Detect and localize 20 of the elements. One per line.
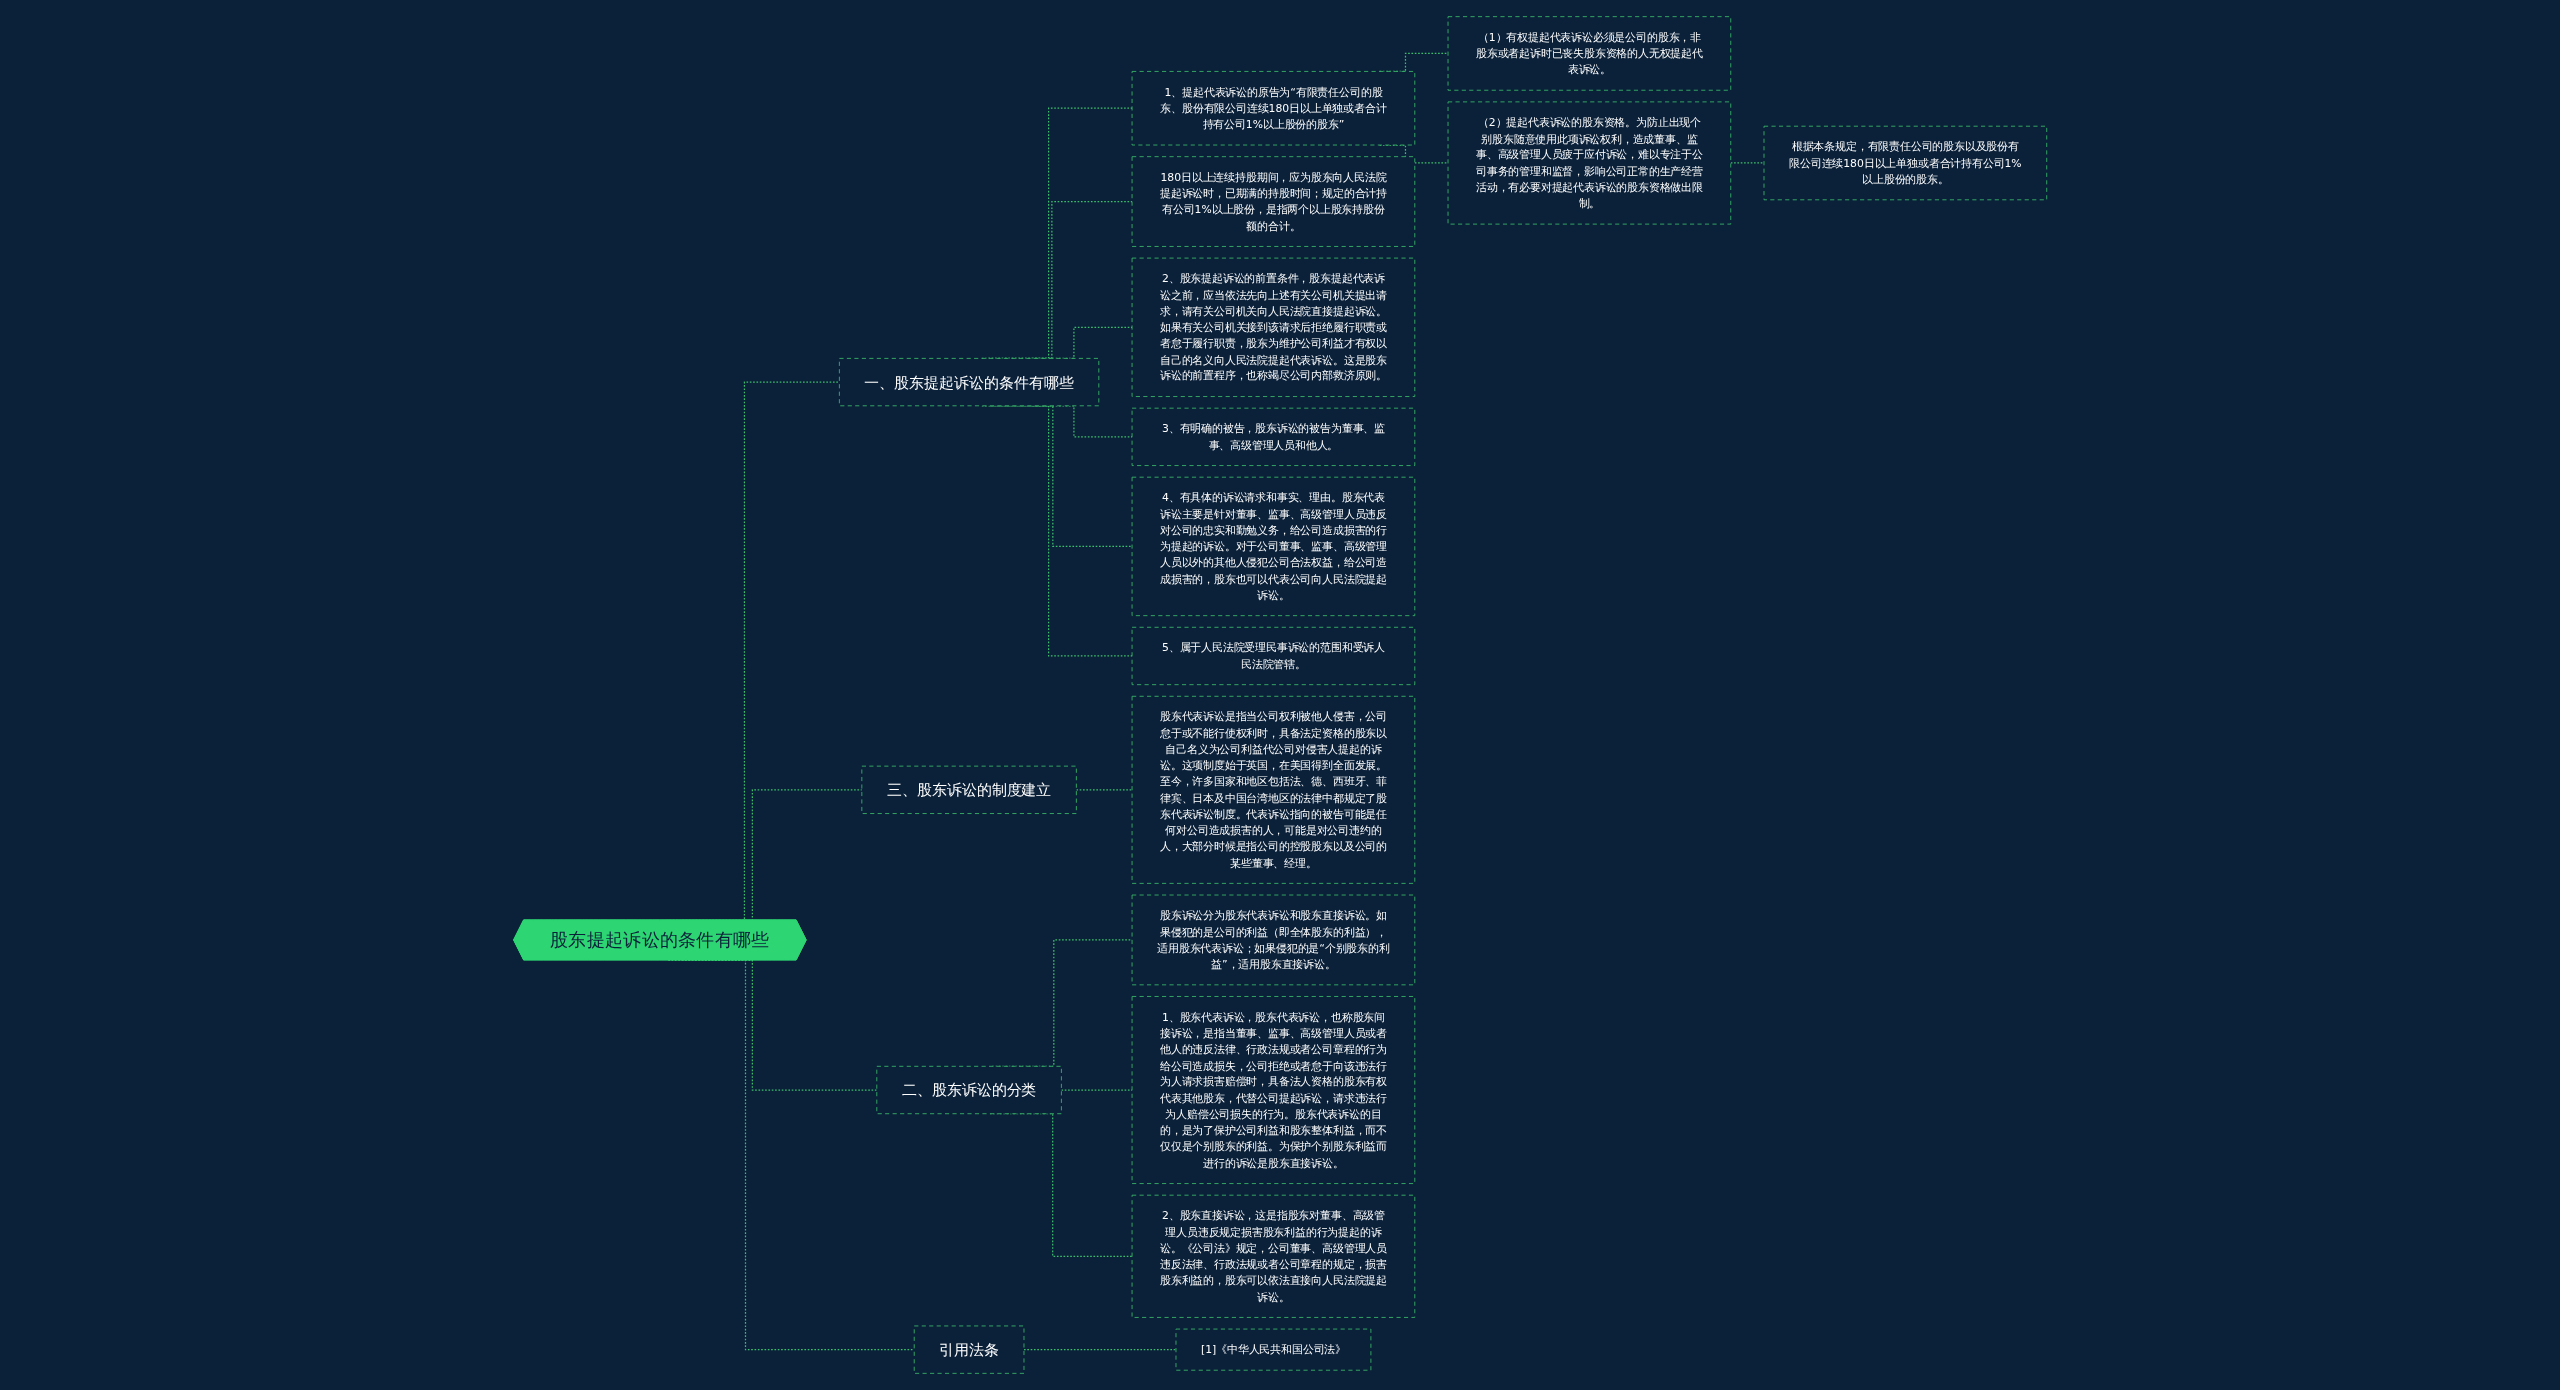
- node-box: 二、股东诉讼的分类: [876, 1065, 1062, 1115]
- node-box: 根据本条规定，有限责任公司的股东以及股份有限公司连续180日以上单独或者合计持有公司1%以上股份的股东。: [1763, 125, 2047, 201]
- node-box: [1]《中华人民共和国公司法》: [1175, 1328, 1372, 1371]
- node-box: 180日以上连续持股期间，应为股东向人民法院提起诉讼时，已期满的持股时间；规定的合计持有公司1%以上股份，是指两个以上股东持股份额的合计。: [1131, 156, 1415, 247]
- node-box: 2、股东提起诉讼的前置条件，股东提起代表诉讼之前，应当依法先向上述有关公司机关提出请求，请有关公司机关向人民法院直接提起诉讼。如果有关公司机关接到该请求后拒绝履行职责或者怠于履行职责，股东为维护公司利益才有权以自己的名义向人民法院提起代表诉讼。这是股东诉讼的前置程序，也称竭尽公司内部救济原则。: [1131, 257, 1415, 397]
- connector: [1023, 1349, 1177, 1351]
- node-box: 3、有明确的被告，股东诉讼的被告为董事、监事、高级管理人员和他人。: [1131, 407, 1415, 466]
- node-box: 5、属于人民法院受理民事诉讼的范围和受诉人民法院管辖。: [1131, 626, 1415, 686]
- node-box: 三、股东诉讼的制度建立: [861, 765, 1077, 814]
- node-box: 引用法条: [913, 1325, 1025, 1374]
- node-box: （2）提起代表诉讼的股东资格。为防止出现个别股东随意使用此项诉讼权利，造成董事、监事、高级管理人员疲于应付诉讼，难以专注于公司事务的管理和监督，影响公司正常的生产经营活动，有必要对提起代表诉讼的股东资格做出限制。: [1447, 101, 1731, 225]
- connector: [1060, 1089, 1133, 1091]
- node-box: 1、股东代表诉讼，股东代表诉讼，也称股东间接诉讼，是指当董事、监事、高级管理人员或者他人的违反法律、行政法规或者公司章程的行为给公司造成损失，公司拒绝或者怠于向该违法行为人请求损害赔偿时，具备法人资格的股东有权代表其他股东，代替公司提起诉讼，请求违法行为人赔偿公司损失的行为。股东代表诉讼的目的，是为了保护公司利益和股东整体利益，而不仅仅是个别股东的利益。为保护个别股东利益而进行的诉讼是股东直接诉讼。: [1131, 996, 1415, 1184]
- node-box: 股东代表诉讼是指当公司权利被他人侵害，公司怠于或不能行使权利时，具备法定资格的股东以自己名义为公司利益代公司对侵害人提起的诉讼。这项制度始于英国，在美国得到全面发展。至今，许多国家和地区包括法、德、西班牙、菲律宾、日本及中国台湾地区的法律中都规定了股东代表诉讼制度。代表诉讼指向的被告可能是任何对公司造成损害的人，可能是对公司违约的人，大部分时候是指公司的控股股东以及公司的某些董事、经理。: [1131, 695, 1415, 884]
- node-box: 1、提起代表诉讼的原告为“有限责任公司的股东、股份有限公司连续180日以上单独或者合计持有公司1%以上股份的股东”: [1131, 71, 1415, 146]
- node-box: 股东诉讼分为股东代表诉讼和股东直接诉讼。如果侵犯的是公司的利益（即全体股东的利益），适用股东代表诉讼；如果侵犯的是“个别股东的利益”，适用股东直接诉讼。: [1131, 894, 1415, 986]
- node-box: 一、股东提起诉讼的条件有哪些: [838, 358, 1100, 407]
- node-box: 4、有具体的诉讼请求和事实、理由。股东代表诉讼主要是针对董事、监事、高级管理人员违反对公司的忠实和勤勉义务，给公司造成损害的行为提起的诉讼。对于公司董事、监事、高级管理人员以外的其他人侵犯公司合法权益，给公司造成损害的，股东也可以代表公司向人民法院提起诉讼。: [1131, 476, 1415, 617]
- node-box: 2、股东直接诉讼，这是指股东对董事、高级管理人员违反规定损害股东利益的行为提起的诉讼。《公司法》规定，公司董事、高级管理人员违反法律、行政法规或者公司章程的规定，损害股东利益的，股东可以依法直接向人民法院提起诉讼。: [1131, 1194, 1415, 1318]
- node-box: （1）有权提起代表诉讼必须是公司的股东，非股东或者起诉时已丧失股东资格的人无权提起代表诉讼。: [1447, 16, 1731, 91]
